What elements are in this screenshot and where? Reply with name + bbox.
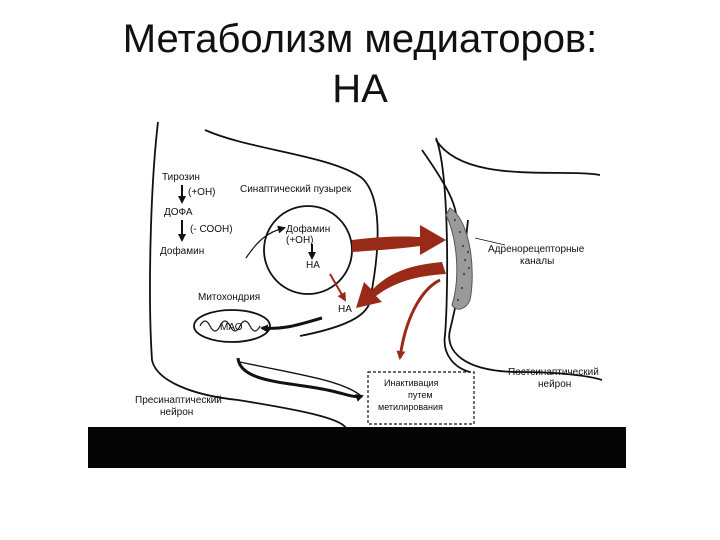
arrow-vesicle-na-out [329, 273, 346, 302]
label-mao: МАО [220, 322, 243, 333]
label-dopa: ДОФА [164, 207, 193, 218]
presynaptic-lower-membrane [239, 361, 361, 396]
label-cooh: (- СООН) [190, 224, 233, 235]
presynaptic-terminal-membrane [204, 129, 379, 337]
arrow-mao-to-inactivation [236, 357, 364, 402]
label-oh2: (+ОН) [286, 235, 314, 246]
arrow-to-inactivation-red [396, 278, 441, 360]
label-oh1: (+ОН) [188, 187, 216, 198]
label-pre-1: Пресинаптический [135, 395, 222, 406]
arrow-reuptake-curve [356, 262, 446, 308]
label-inact-3: метилирования [378, 402, 443, 412]
arrow-receptor-label [474, 237, 506, 246]
synaptic-vesicle [263, 205, 353, 295]
postsynaptic-membrane [421, 139, 603, 381]
label-receptor-1: Адренорецепторные [488, 244, 585, 255]
arrow-reuptake-to-mao [260, 316, 323, 333]
postsynaptic-outline [435, 137, 471, 373]
label-post-2: нейрон [538, 379, 571, 390]
adrenoreceptor-zone [445, 207, 473, 310]
label-dopamine-left: Дофамин [160, 245, 204, 257]
slide-title-line2: НА [332, 67, 388, 111]
label-vesicle: Синаптический пузырек [240, 184, 352, 195]
mitochondria-cristae [199, 320, 261, 332]
label-dopamine-vesicle: Дофамин [286, 223, 330, 235]
arrow-release-to-receptor [352, 225, 446, 255]
label-tyrosine: Тирозин [162, 172, 200, 183]
presynaptic-membrane [149, 121, 347, 429]
receptor-stipple [454, 219, 470, 301]
label-post-1: Постсинаптический [508, 367, 599, 378]
slide-title-line1: Метаболизм медиаторов: [122, 17, 598, 61]
label-inact-2: путем [408, 390, 433, 400]
label-na-vesicle: НА [306, 260, 320, 271]
slide-title: Метаболизм медиаторов: НА [0, 14, 720, 114]
scan-artifact-band [88, 427, 626, 468]
arrow-into-vesicle [245, 225, 286, 259]
label-na-out: НА [338, 304, 352, 315]
mitochondria [193, 309, 271, 343]
label-receptor-2: каналы [520, 256, 554, 267]
label-mitochondria: Митохондрия [198, 292, 260, 303]
label-inact-1: Инактивация [384, 378, 439, 388]
label-pre-2: нейрон [160, 407, 193, 418]
inactivation-box [367, 371, 475, 425]
